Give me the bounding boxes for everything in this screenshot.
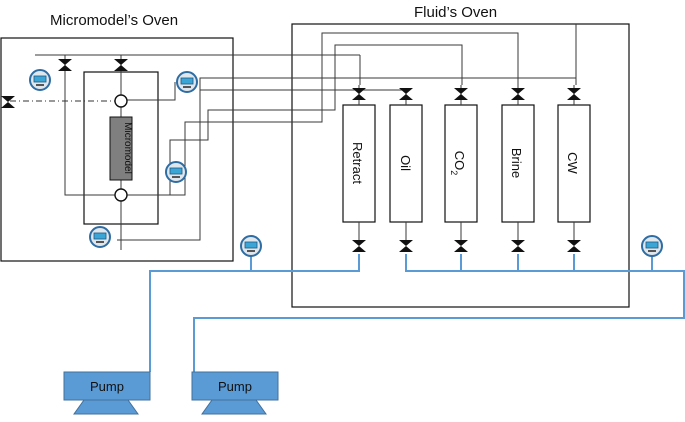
cylinder-label: CW bbox=[565, 152, 580, 174]
micromodel-inlet bbox=[114, 94, 128, 108]
fluid-oven-box bbox=[291, 23, 630, 308]
pump-label: Pump bbox=[90, 379, 124, 394]
valve-icon[interactable] bbox=[511, 88, 525, 100]
micromodel-label: Micromodel bbox=[122, 122, 133, 174]
pressure-gauge-icon bbox=[240, 235, 262, 257]
valve-icon[interactable] bbox=[454, 88, 468, 100]
valve-icon[interactable] bbox=[454, 240, 468, 252]
valve-icon[interactable] bbox=[567, 240, 581, 252]
pump-label: Pump bbox=[218, 379, 252, 394]
valve-icon[interactable] bbox=[399, 88, 413, 100]
flow-lines bbox=[149, 252, 685, 372]
pressure-gauge-icon bbox=[29, 69, 51, 91]
valve-icon[interactable] bbox=[352, 88, 366, 100]
valve-icon[interactable] bbox=[58, 59, 72, 71]
micromodel-outlet bbox=[114, 188, 128, 202]
cylinders bbox=[342, 104, 591, 223]
valve-icon[interactable] bbox=[114, 59, 128, 71]
valve-icon[interactable] bbox=[567, 88, 581, 100]
pump-1[interactable]: Pump bbox=[63, 371, 151, 415]
cylinder-label: CO2 bbox=[449, 151, 467, 176]
cylinder-label: Retract bbox=[350, 142, 365, 184]
pressure-gauge-icon bbox=[89, 226, 111, 248]
cylinder-cw bbox=[557, 104, 591, 223]
pressure-gauge-icon bbox=[641, 235, 663, 257]
cylinder-label: Brine bbox=[509, 148, 524, 178]
valve-icon[interactable] bbox=[399, 240, 413, 252]
pressure-gauge-icon bbox=[176, 71, 198, 93]
co2-subscript: 2 bbox=[449, 170, 459, 175]
micromodel-core bbox=[109, 116, 133, 181]
cylinder-label: Oil bbox=[398, 155, 413, 171]
valve-icon[interactable] bbox=[1, 96, 15, 108]
micromodel-oven-box bbox=[0, 37, 234, 262]
micromodel-oven-title: Micromodel’s Oven bbox=[50, 12, 179, 29]
valve-icon[interactable] bbox=[352, 240, 366, 252]
valve-icon[interactable] bbox=[511, 240, 525, 252]
co2-label: CO bbox=[452, 151, 467, 171]
pressure-gauge-icon bbox=[165, 161, 187, 183]
fluid-oven-title: Fluid’s Oven bbox=[414, 4, 498, 21]
pump-2[interactable]: Pump bbox=[191, 371, 279, 415]
